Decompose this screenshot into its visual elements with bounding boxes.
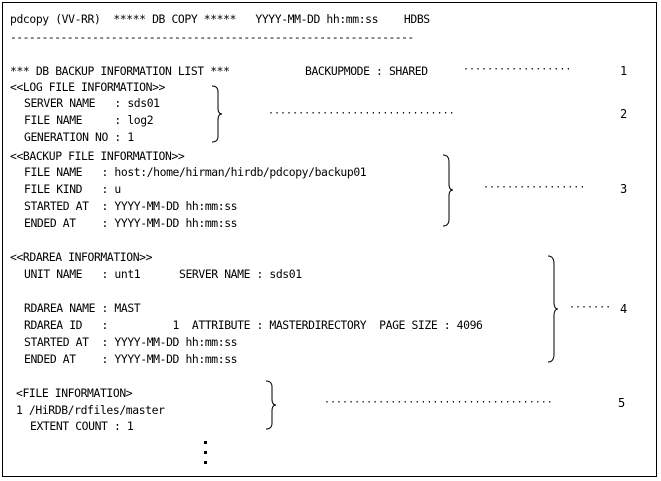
leader-dots-3: ·················	[483, 182, 586, 193]
backup-mode: BACKUPMODE : SHARED	[305, 64, 428, 78]
leader-dots-5: ······································	[324, 397, 553, 408]
rdarea-unit-server: UNIT NAME : unt1 SERVER NAME : sds01	[24, 267, 302, 281]
rdarea-heading: <<RDAREA INFORMATION>>	[10, 250, 153, 264]
backup-started-at: STARTED AT : YYYY-MM-DD hh:mm:ss	[24, 199, 238, 213]
backup-file-brace-icon	[442, 154, 454, 227]
continuation-dot-3	[204, 461, 207, 464]
backup-file-heading: <<BACKUP FILE INFORMATION>>	[10, 149, 185, 163]
callout-1: 1	[620, 64, 628, 78]
file-info-brace-icon	[265, 380, 277, 430]
log-file-name: FILE NAME : log2	[24, 113, 154, 127]
log-file-heading: <<LOG FILE INFORMATION>>	[10, 80, 165, 94]
callout-4: 4	[620, 302, 628, 316]
log-server-name: SERVER NAME : sds01	[24, 96, 160, 110]
backup-file-kind: FILE KIND : u	[24, 182, 121, 196]
header-line: pdcopy (VV-RR) ***** DB COPY ***** YYYY-…	[10, 12, 430, 26]
list-title: *** DB BACKUP INFORMATION LIST ***	[10, 64, 230, 78]
backup-ended-at: ENDED AT : YYYY-MM-DD hh:mm:ss	[24, 216, 238, 230]
continuation-dot-1	[204, 441, 207, 444]
rdarea-brace-icon	[547, 255, 559, 363]
callout-5: 5	[618, 396, 626, 410]
header-rule: ----------------------------------------…	[10, 30, 414, 44]
document-frame	[2, 2, 657, 477]
file-info-extent-count: EXTENT COUNT : 1	[30, 419, 134, 433]
rdarea-id: RDAREA ID : 1 ATTRIBUTE : MASTERDIRECTOR…	[24, 318, 483, 332]
file-info-heading: <FILE INFORMATION>	[16, 386, 133, 400]
callout-2: 2	[620, 107, 628, 121]
leader-dots-4: ·······	[569, 302, 612, 313]
leader-dots-1: ··················	[463, 64, 572, 75]
rdarea-ended-at: ENDED AT : YYYY-MM-DD hh:mm:ss	[24, 352, 238, 366]
rdarea-name: RDAREA NAME : MAST	[24, 301, 141, 315]
rdarea-started-at: STARTED AT : YYYY-MM-DD hh:mm:ss	[24, 335, 238, 349]
log-file-brace-icon	[211, 85, 223, 143]
continuation-dot-2	[204, 451, 207, 454]
file-info-path: 1 /HiRDB/rdfiles/master	[16, 403, 165, 417]
leader-dots-2: ·······························	[268, 108, 455, 119]
backup-file-name: FILE NAME : host:/home/hirman/hirdb/pdco…	[24, 165, 367, 179]
log-generation-no: GENERATION NO : 1	[24, 130, 134, 144]
callout-3: 3	[620, 182, 628, 196]
